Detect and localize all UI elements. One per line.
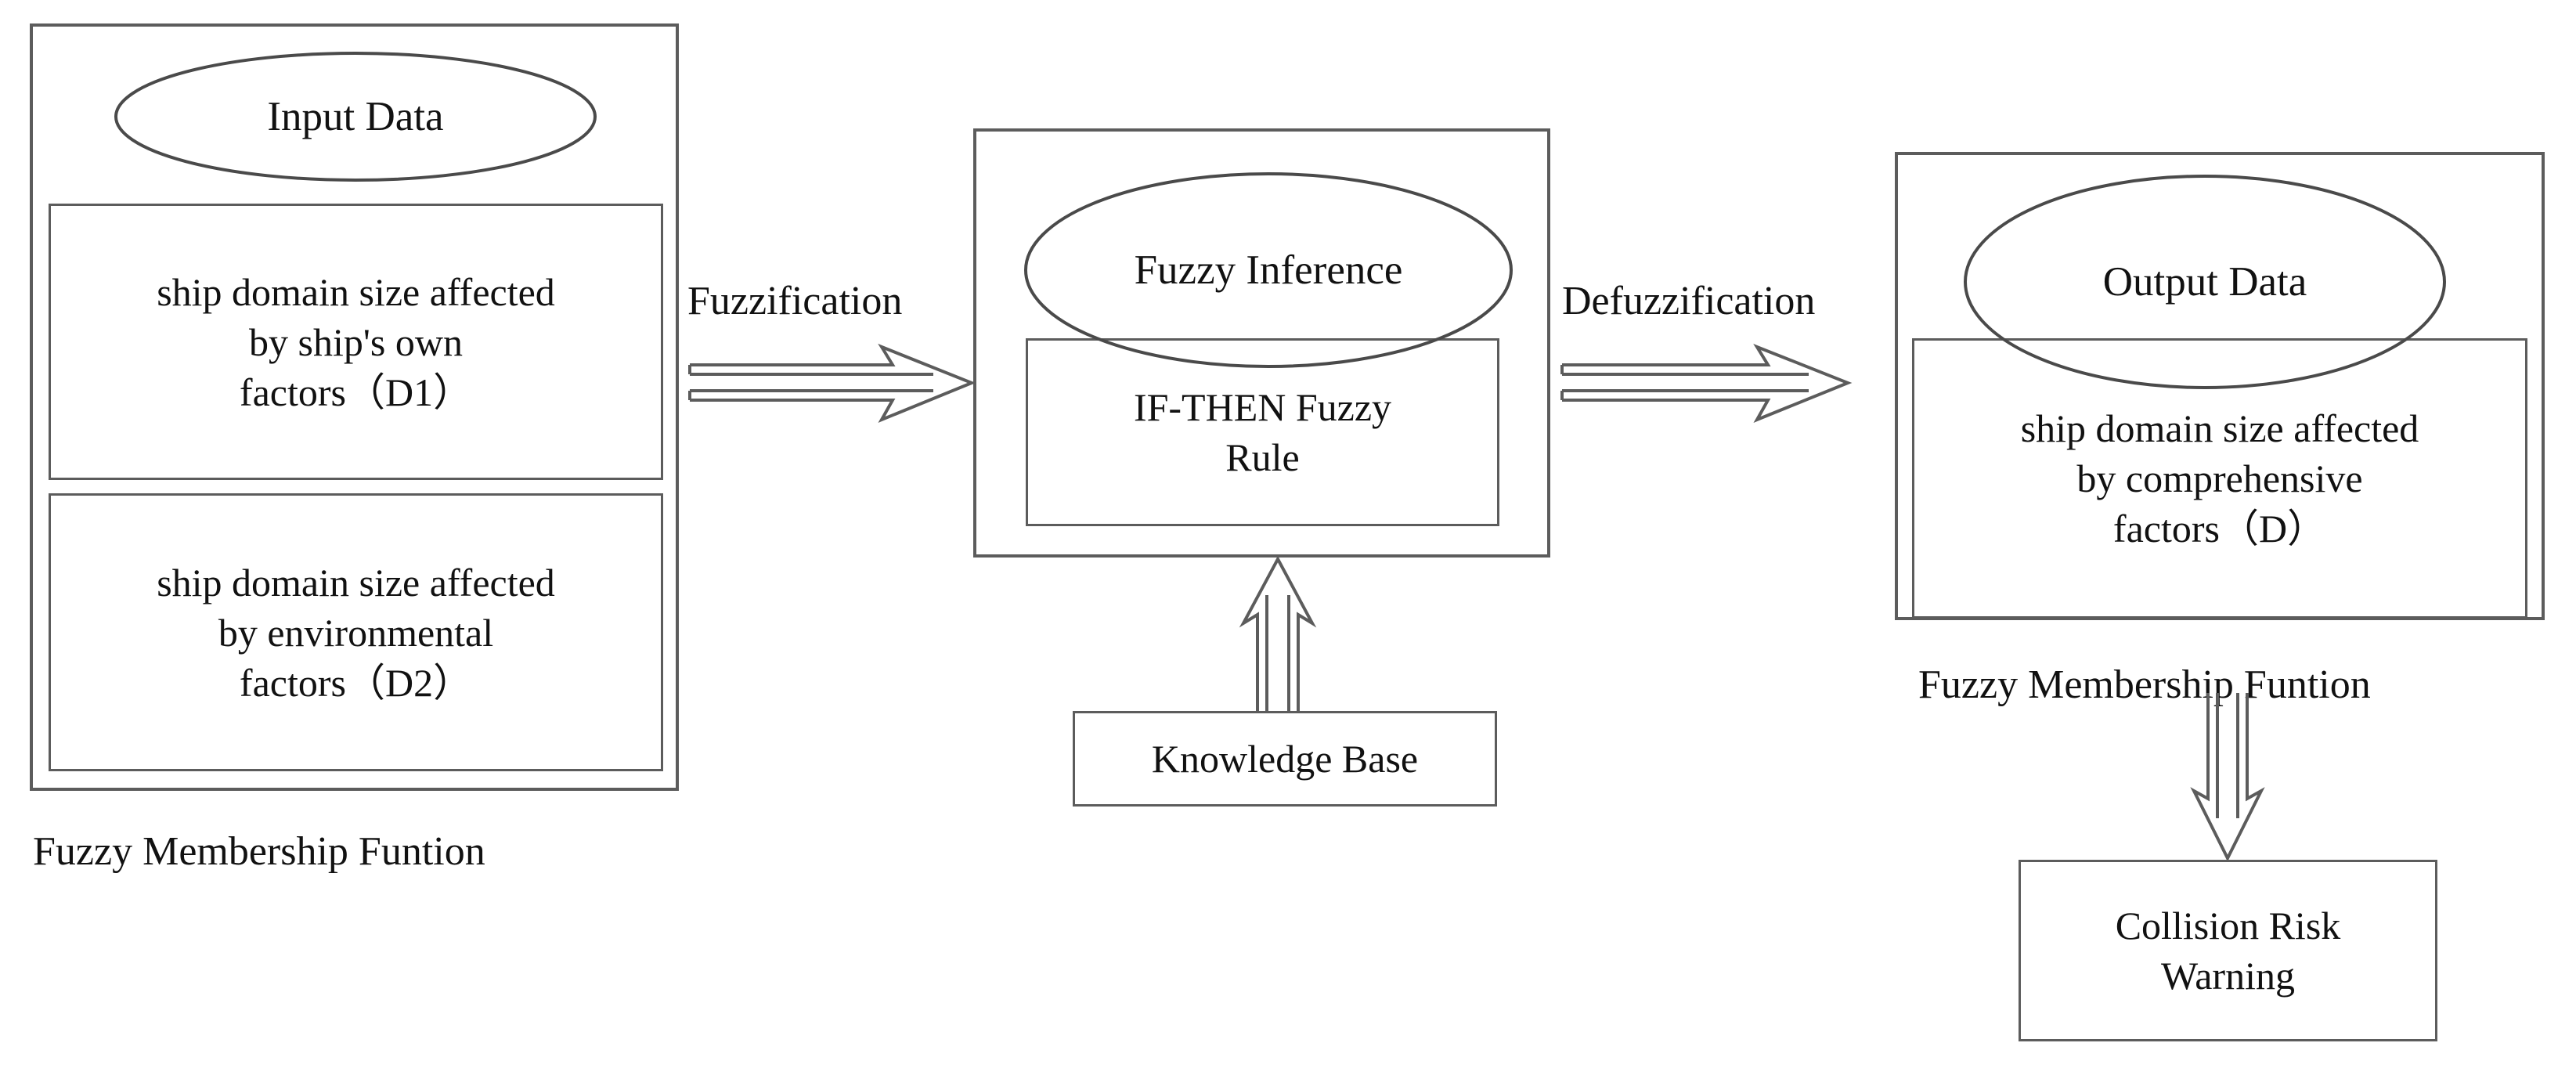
knowledge-base-arrow <box>1239 555 1317 711</box>
warning-line-1: Collision Risk <box>2115 904 2341 947</box>
left-membership-caption: Fuzzy Membership Funtion <box>33 829 485 874</box>
rule-line-1: IF-THEN Fuzzy <box>1133 385 1392 429</box>
d1-line-1: ship domain size affected <box>157 269 555 314</box>
d-line-2: by comprehensive <box>2076 456 2363 500</box>
d2-line-2: by environmental <box>218 610 494 655</box>
right-membership-caption: Fuzzy Membership Funtion <box>1918 662 2371 707</box>
fuzzification-label: Fuzzification <box>687 279 903 323</box>
d1-line-2: by ship's own <box>249 319 463 364</box>
d-output-text: ship domain size affected by comprehensi… <box>1912 338 2527 619</box>
rule-line-2: Rule <box>1225 435 1300 479</box>
fuzzification-arrow <box>688 343 976 424</box>
collision-warning-arrow <box>2190 693 2265 862</box>
knowledge-base-box <box>1073 711 1497 807</box>
d1-box-text: ship domain size affected by ship's own … <box>49 204 663 480</box>
if-then-rule-text: IF-THEN Fuzzy Rule <box>1026 338 1499 526</box>
d1-box <box>49 204 663 480</box>
defuzzification-label: Defuzzification <box>1562 279 1816 323</box>
d-line-1: ship domain size affected <box>2020 406 2419 450</box>
warning-line-2: Warning <box>2161 954 2295 998</box>
output-data-container <box>1895 152 2545 620</box>
collision-risk-warning-text: Collision Risk Warning <box>2019 860 2437 1041</box>
input-data-oval-label: Input Data <box>267 94 444 139</box>
knowledge-base-text: Knowledge Base <box>1151 737 1419 781</box>
input-data-container <box>30 23 679 791</box>
defuzzification-arrow <box>1560 343 1853 423</box>
d2-line-1: ship domain size affected <box>157 560 555 604</box>
d2-box <box>49 493 663 771</box>
d2-box-text: ship domain size affected by environment… <box>49 493 663 771</box>
d-line-3: factors（D） <box>2112 507 2327 550</box>
d2-line-3: factors（D2） <box>239 660 473 705</box>
d1-line-3: factors（D1） <box>239 370 473 414</box>
